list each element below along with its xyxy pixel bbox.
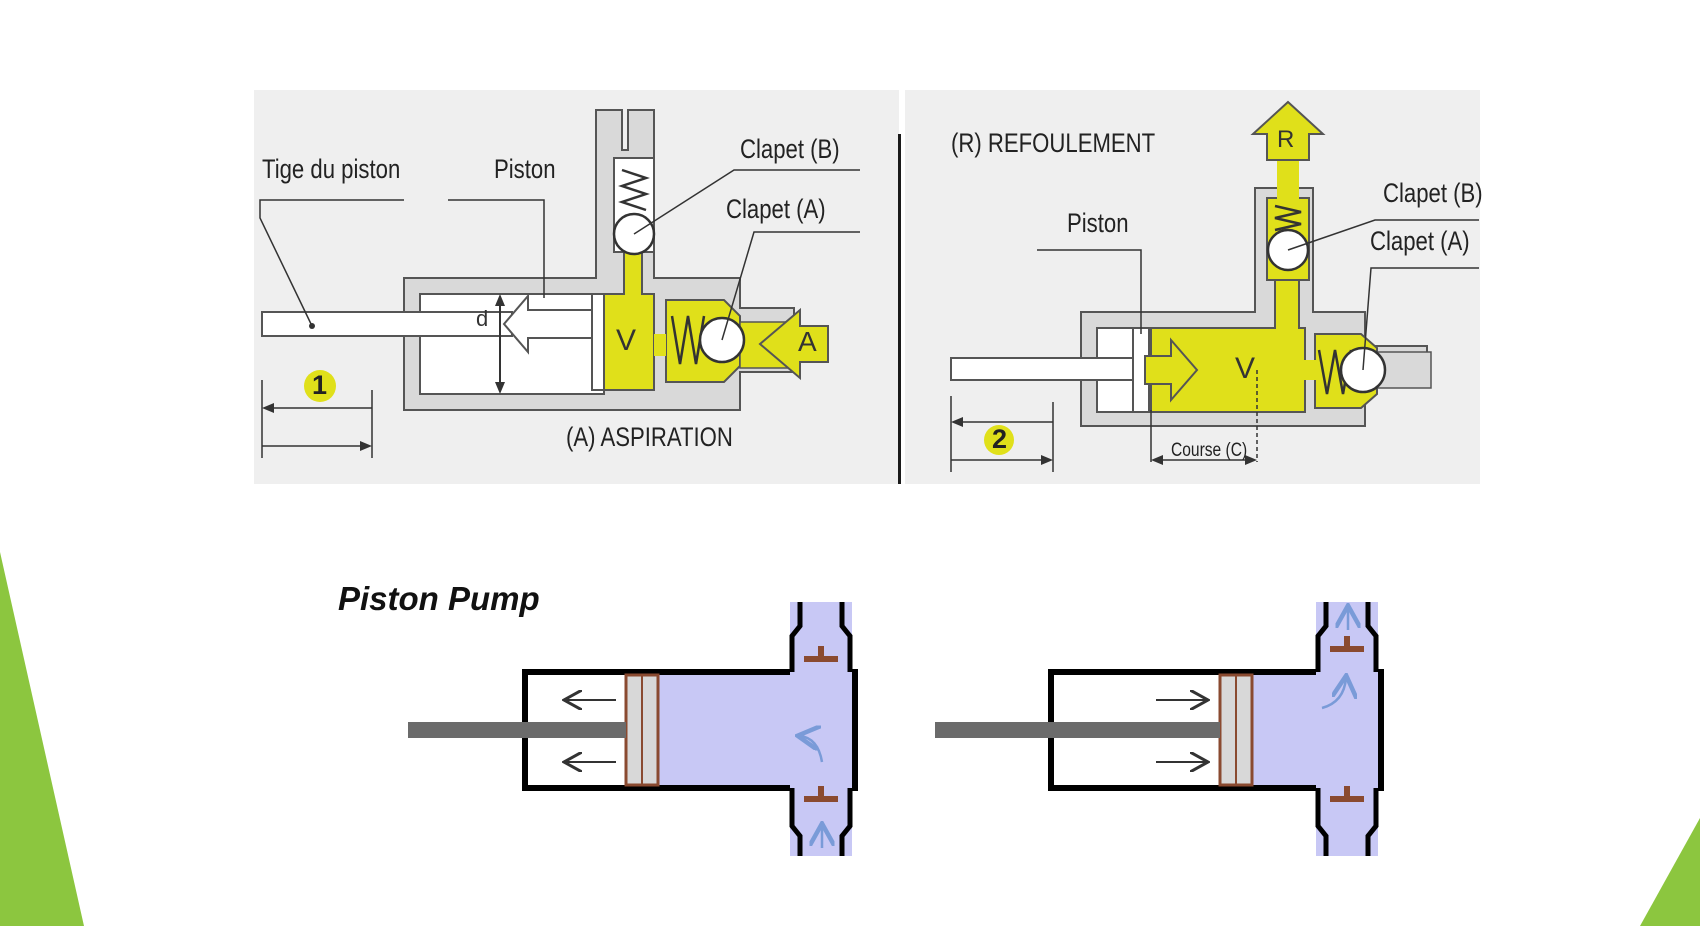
valve-a-leader [1362,267,1479,371]
phase-label: (A) ASPIRATION [566,422,733,452]
piston-label: Piston [494,154,556,184]
pump-rod [408,722,626,738]
valve-b-label: Clapet (B) [1383,178,1483,208]
valve-a-leader [721,231,860,341]
upper-valve-plate [1330,646,1364,652]
inlet-arrow [758,307,829,381]
right-green-triangle [1640,818,1700,926]
stroke-2-head-left [951,417,963,427]
piston-pump-title: Piston Pump [338,580,540,617]
step-2-badge: 2 [992,424,1008,454]
rod-leader-dot [309,323,315,329]
pump-suction [408,602,858,856]
panel-divider [898,134,901,484]
valve-b-label: Clapet (B) [740,134,840,164]
refoulement-diagram: (R) REFOULEMENT Piston Clapet (B) Clapet… [905,90,1483,484]
phase-label: (R) REFOULEMENT [951,128,1156,158]
rod-leader [259,199,404,327]
inlet-label: A [798,326,817,357]
piston-pump-drawing [408,602,1384,856]
stroke-label: Course (C) [1171,440,1248,461]
refoulement-drawing [905,90,1480,484]
valve-column [790,602,852,856]
rod-label: Tige du piston [262,154,401,184]
valve-a-spring [670,315,706,365]
piston-leader [1037,249,1142,334]
step-2-badge-bg [984,425,1014,455]
channel [1303,360,1317,380]
step-1-badge: 1 [312,370,328,400]
valve-a-label: Clapet (A) [726,194,826,224]
valve-b-spring [1274,204,1302,232]
piston-face [591,293,605,391]
outlet-label: R [1277,126,1295,153]
flow-arrow-curve [1321,678,1346,710]
piston-push-arrow [1144,337,1199,403]
valve-column-walls [789,602,853,856]
diameter-arrow-top [495,294,505,306]
lower-valve-stem [818,786,824,798]
course-head-right [1245,455,1257,465]
valve-b-leader [1287,219,1479,251]
stroke-1-head-left [262,403,274,413]
piston-rod [950,357,1134,381]
course-head-left [1151,455,1163,465]
stroke-1-head-right [360,441,372,451]
valve-b-leader [633,169,860,235]
lower-valve-stem [1344,786,1350,798]
pump-rod [935,722,1220,738]
upper-valve-stem [818,646,824,658]
stroke-2-head-right [1041,455,1053,465]
outlet-channel [1277,154,1299,200]
fluid-volume-v [603,245,655,391]
aspiration-diagram: Tige du piston Piston Clapet (B) Clapet … [254,90,899,484]
valve-column-walls [1315,602,1379,856]
channel [654,334,666,356]
lower-valve-plate [1330,796,1364,802]
volume-label: V [1235,352,1256,385]
pump-discharge [935,602,1384,856]
valve-b-spring [618,168,650,212]
upper-valve-stem [1344,636,1350,648]
piston-leader [448,199,545,298]
aspiration-drawing [254,90,899,484]
flow-arrow-curve [800,736,824,763]
lower-valve-plate [804,796,838,802]
piston-rod [261,311,513,337]
diameter-label: d [476,306,489,331]
piston-label: Piston [1067,208,1129,238]
piston-pump-diagrams [0,560,1700,890]
upper-valve-plate [804,656,838,662]
outlet-arrow [1250,100,1326,161]
left-green-triangle [0,552,84,926]
step-1-badge-bg [304,370,336,402]
volume-label: V [616,324,637,357]
valve-a-label: Clapet (A) [1370,226,1470,256]
diameter-arrow-bottom [495,382,505,394]
